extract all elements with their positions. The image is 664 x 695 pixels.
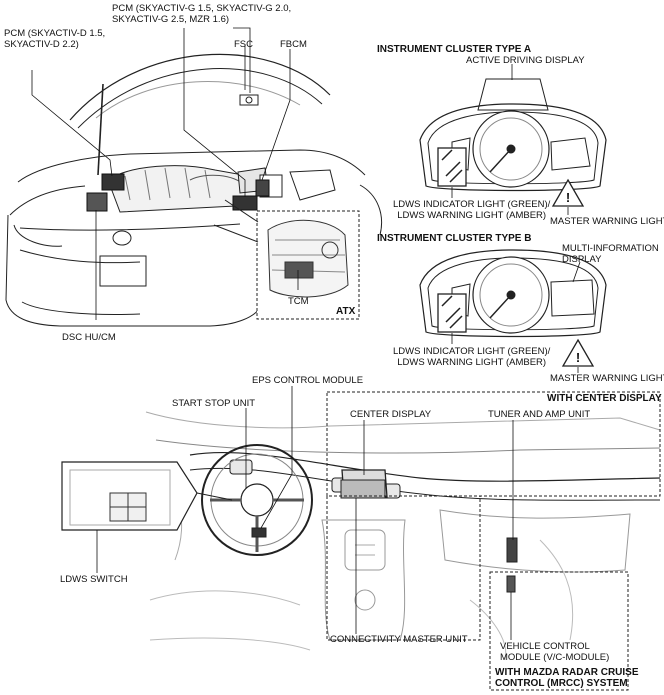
- pcm-gas-label-line1: PCM (SKYACTIV-G 1.5, SKYACTIV-G 2.0,: [112, 3, 292, 14]
- mrcc-option-box: [489, 571, 629, 691]
- atx-label: ATX: [336, 306, 356, 317]
- start-stop-unit-label: START STOP UNIT: [172, 398, 256, 409]
- cluster-a-ldws-light-label: LDWS INDICATOR LIGHT (GREEN)/ LDWS WARNI…: [393, 199, 550, 221]
- ldws-switch-label: LDWS SWITCH: [60, 574, 128, 585]
- mrcc-line2: CONTROL (MRCC) SYSTEM: [495, 678, 628, 689]
- cluster-b-master-warning-label: MASTER WARNING LIGHT: [550, 373, 664, 384]
- vcm-line1: VEHICLE CONTROL: [500, 641, 590, 652]
- multi-info-line2: DISPLAY: [562, 254, 602, 265]
- pcm-diesel-label: PCM (SKYACTIV-D 1.5, SKYACTIV-D 2.2): [4, 28, 105, 50]
- fbcm-label: FBCM: [280, 39, 307, 50]
- cluster-a-ldws-line1: LDWS INDICATOR LIGHT (GREEN)/: [393, 199, 551, 210]
- dashboard-illustration: [139, 411, 661, 661]
- mrcc-line1: WITH MAZDA RADAR CRUISE: [495, 667, 639, 678]
- cluster-a-ldws-line2: LDWS WARNING LIGHT (AMBER): [397, 210, 547, 221]
- engine-leader-lines: [31, 27, 299, 320]
- vehicle-control-module-label: VEHICLE CONTROL MODULE (V/C-MODULE): [500, 641, 609, 663]
- cluster-b-ldws-line1: LDWS INDICATOR LIGHT (GREEN)/: [393, 346, 551, 357]
- instrument-cluster-b: !: [419, 249, 607, 367]
- fsc-label: FSC: [234, 39, 253, 50]
- cluster-a-title: INSTRUMENT CLUSTER TYPE A: [377, 44, 532, 55]
- multi-info-line1: MULTI-INFORMATION: [562, 243, 659, 254]
- tuner-amp-unit-label: TUNER AND AMP UNIT: [488, 409, 591, 420]
- with-center-display-label: WITH CENTER DISPLAY: [547, 393, 662, 404]
- instrument-cluster-a: !: [419, 78, 607, 207]
- svg-text:!: !: [566, 190, 570, 205]
- svg-text:!: !: [576, 350, 580, 365]
- connectivity-master-unit-label: CONNECTIVITY MASTER UNIT: [330, 634, 468, 645]
- center-display-label: CENTER DISPLAY: [350, 409, 432, 420]
- cluster-a-leaders: [451, 64, 569, 215]
- pcm-gas-label: PCM (SKYACTIV-G 1.5, SKYACTIV-G 2.0, SKY…: [112, 3, 291, 25]
- ldws-switch-inset: [61, 461, 233, 531]
- active-driving-display-label: ACTIVE DRIVING DISPLAY: [466, 55, 585, 66]
- pcm-diesel-label-line2: SKYACTIV-D 2.2): [4, 39, 79, 50]
- cluster-b-ldws-line2: LDWS WARNING LIGHT (AMBER): [397, 357, 547, 368]
- pcm-gas-label-line2: SKYACTIV-G 2.5, MZR 1.6): [112, 14, 230, 25]
- center-display-option-box: [326, 391, 661, 497]
- mrcc-system-label: WITH MAZDA RADAR CRUISE CONTROL (MRCC) S…: [495, 667, 639, 689]
- dsc-hu-cm-label: DSC HU/CM: [62, 332, 116, 343]
- cluster-b-leaders: [451, 261, 581, 373]
- tcm-label: TCM: [288, 296, 309, 307]
- cluster-a-master-warning-label: MASTER WARNING LIGHT: [550, 216, 664, 227]
- cluster-b-title: INSTRUMENT CLUSTER TYPE B: [377, 233, 532, 244]
- dash-leader-lines: [96, 386, 514, 640]
- engine-bay-illustration: [5, 53, 383, 327]
- vcm-line2: MODULE (V/C-MODULE): [500, 652, 610, 663]
- tcm-inset: [213, 199, 360, 320]
- multi-information-display-label: MULTI-INFORMATION DISPLAY: [562, 243, 659, 265]
- eps-control-module-label: EPS CONTROL MODULE: [252, 375, 364, 386]
- cluster-b-ldws-light-label: LDWS INDICATOR LIGHT (GREEN)/ LDWS WARNI…: [393, 346, 550, 368]
- pcm-diesel-label-line1: PCM (SKYACTIV-D 1.5,: [4, 28, 106, 39]
- center-display-option-box-lower: [326, 496, 481, 641]
